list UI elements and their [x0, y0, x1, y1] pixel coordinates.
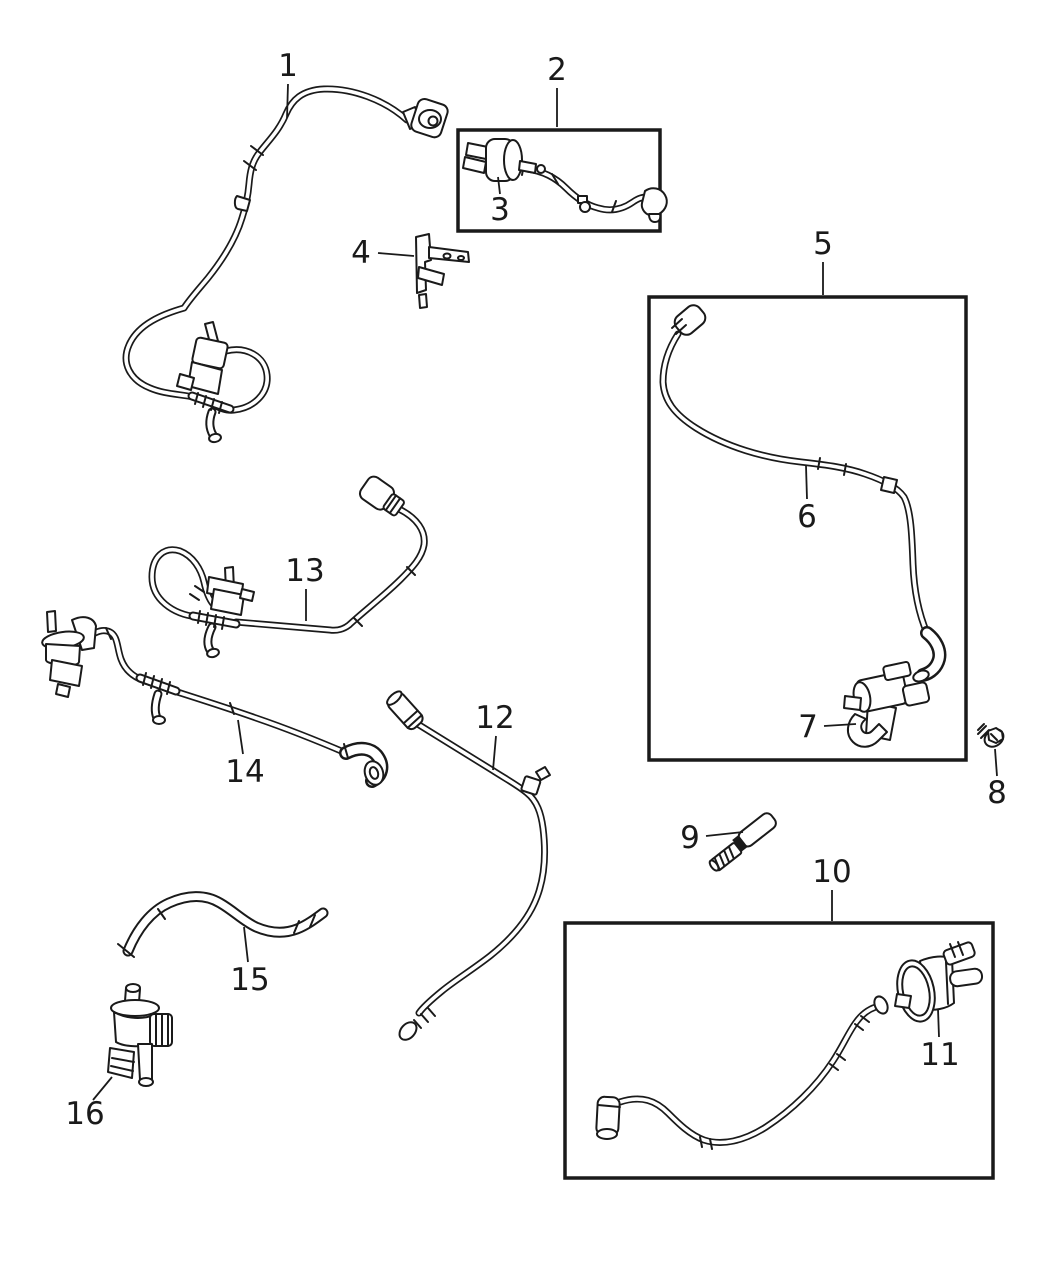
- callout-5: 5: [813, 226, 833, 295]
- part-6-connector: [671, 304, 707, 336]
- detail-box-5: [647, 295, 968, 762]
- part-11-canister-purge-valve: [894, 941, 984, 1023]
- callout-15: 15: [230, 926, 270, 998]
- part-4-bracket: [415, 233, 470, 309]
- leader-line-11: [937, 1008, 940, 1038]
- detail-box-2: [456, 128, 662, 233]
- tube-clip: [880, 476, 898, 494]
- elbow-end: [640, 187, 668, 223]
- elbow-fitting: [595, 1095, 621, 1140]
- callout-label-15: 15: [230, 962, 269, 998]
- part-14-valve: [41, 610, 97, 698]
- callout-6: 6: [797, 465, 817, 535]
- part-13-valve: [206, 566, 255, 616]
- hose-clamp: [577, 195, 591, 213]
- part-8-bolt: [977, 723, 1005, 748]
- part-7-evap-solenoid: [843, 661, 931, 748]
- leader-line-6: [805, 465, 808, 500]
- callout-16: 16: [65, 1076, 113, 1132]
- leader-line-14: [237, 719, 244, 755]
- part-14-tube-assembly: [41, 610, 386, 787]
- callout-label-3: 3: [490, 192, 510, 228]
- part-5-detail-group: [663, 304, 939, 748]
- callout-14: 14: [225, 719, 265, 790]
- callout-label-8: 8: [987, 775, 1007, 811]
- part-12-connector: [386, 690, 424, 731]
- part-12-tube: [386, 690, 551, 1041]
- part-1-vapor-tube-assembly: [126, 89, 449, 444]
- callout-10: 10: [812, 854, 852, 921]
- callout-9: 9: [680, 820, 744, 856]
- illustration-layer: [41, 89, 1005, 1150]
- leader-line-3: [497, 176, 501, 195]
- callout-3: 3: [490, 176, 510, 228]
- detail-box-10: [563, 921, 995, 1180]
- part-2-detail-group: [462, 138, 668, 223]
- callout-label-2: 2: [547, 52, 567, 88]
- callout-label-16: 16: [65, 1096, 104, 1132]
- callout-4: 4: [351, 235, 415, 271]
- part-16-valve: [107, 983, 173, 1087]
- quick-connector: [402, 98, 449, 139]
- callout-label-5: 5: [813, 226, 833, 262]
- part-15-hose: [117, 897, 323, 958]
- callout-label-9: 9: [680, 820, 700, 856]
- callout-13: 13: [285, 553, 325, 621]
- callout-label-13: 13: [285, 553, 324, 589]
- callout-12: 12: [475, 700, 515, 771]
- tube-clip: [233, 195, 251, 212]
- part-13-connector: [358, 475, 405, 517]
- tee-valve: [176, 321, 229, 395]
- valve-outlet-tube: [137, 1043, 154, 1087]
- part-13-tube-assembly: [152, 475, 424, 659]
- leader-line-8: [994, 748, 998, 777]
- part-3-purge-valve: [462, 138, 546, 182]
- callout-label-11: 11: [920, 1037, 959, 1073]
- leader-line-1: [286, 83, 289, 119]
- callout-8: 8: [987, 748, 1007, 811]
- part-9-hose-nipple: [708, 812, 777, 872]
- callout-2: 2: [547, 52, 567, 127]
- callout-1: 1: [278, 48, 298, 119]
- detail-boxes-layer: [456, 128, 995, 1180]
- valve-cap: [124, 983, 141, 1003]
- callout-label-10: 10: [812, 854, 851, 890]
- callout-label-14: 14: [225, 754, 264, 790]
- callout-label-6: 6: [797, 499, 817, 535]
- leader-line-9: [705, 831, 744, 837]
- callout-label-1: 1: [278, 48, 298, 84]
- callout-11: 11: [920, 1008, 960, 1073]
- callout-label-4: 4: [351, 235, 371, 271]
- leader-line-12: [492, 735, 497, 771]
- leader-line-4: [377, 252, 415, 257]
- part-10-detail-group: [595, 941, 984, 1150]
- leader-line-16: [92, 1076, 113, 1101]
- leader-line-15: [243, 926, 249, 963]
- callout-7: 7: [798, 709, 857, 745]
- leader-line-7: [823, 723, 857, 727]
- tube-clip: [520, 766, 551, 796]
- callout-label-12: 12: [475, 700, 514, 736]
- valve-connector: [107, 1047, 135, 1079]
- callout-label-7: 7: [798, 709, 818, 745]
